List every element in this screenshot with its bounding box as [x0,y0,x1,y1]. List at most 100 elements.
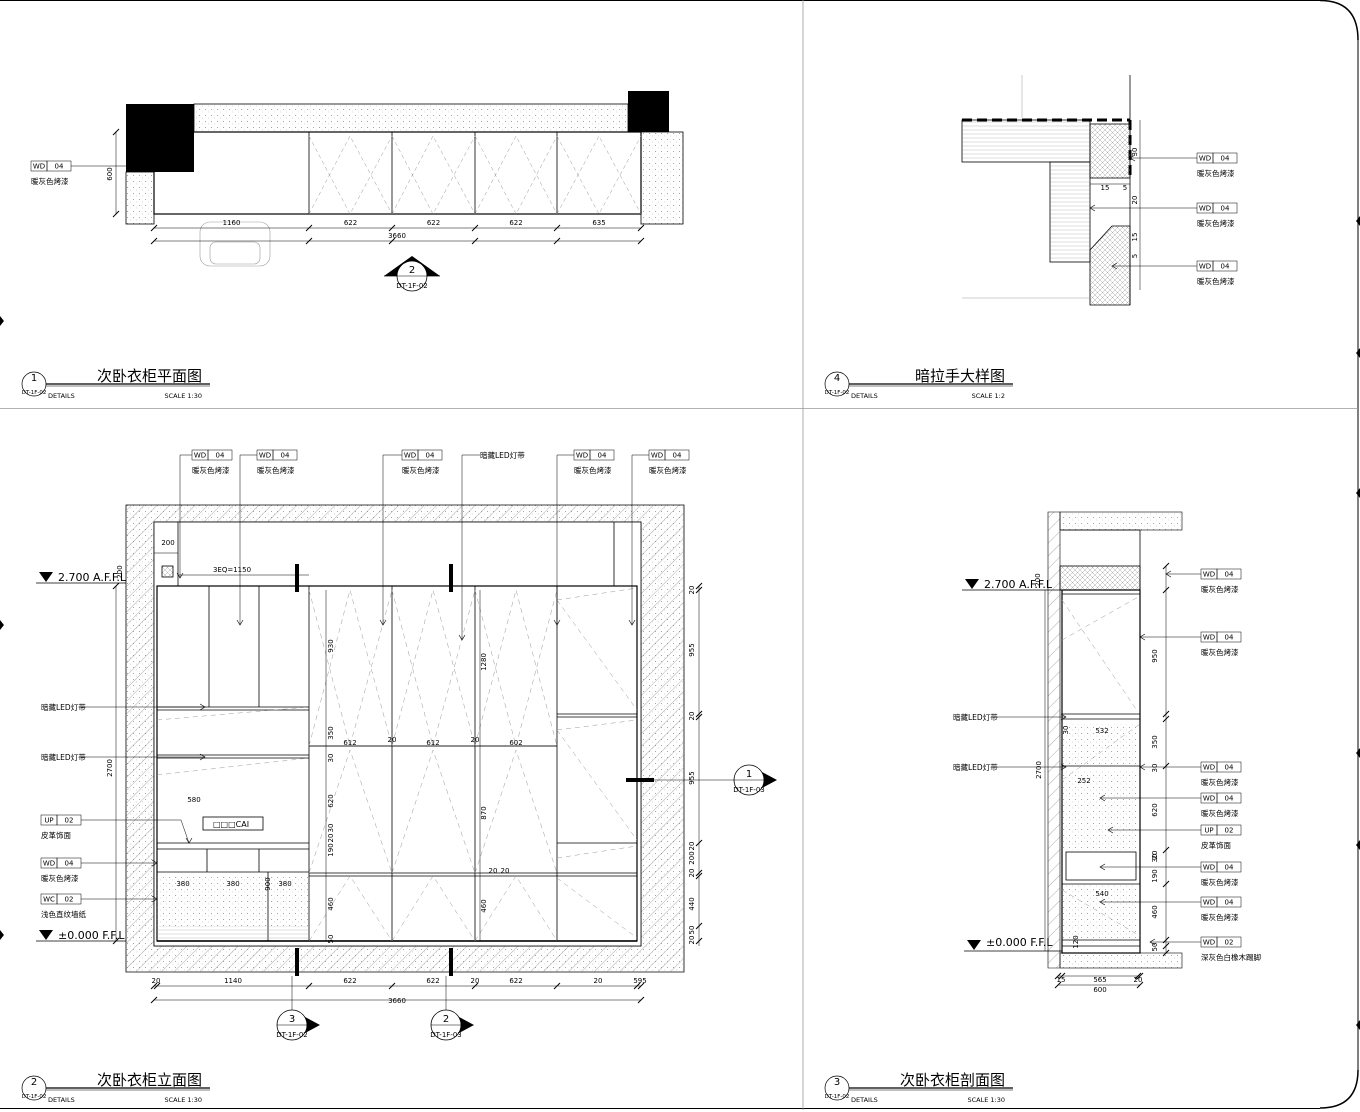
section-dim: 460 [1151,905,1159,918]
title-ref: DT-1F-02 [22,1094,47,1100]
section-dim: 20 [1151,851,1159,860]
section-callout-8-label: 深灰色白橡木踢脚 [1201,952,1261,962]
section-callout-1-num: 04 [1225,571,1234,579]
elevation-bottom-dim: 20 [594,977,603,985]
section-callout-5-num: 02 [1225,827,1234,835]
plan-callout-num: 04 [55,163,64,171]
elevation-top-callout-1-num: 04 [216,452,225,460]
title-scale: SCALE 1:30 [967,1096,1005,1104]
upper-panel-section [961,119,1091,163]
handle-callout-2-num: 04 [1221,205,1230,213]
plan-marker-num: 2 [409,265,415,276]
elevation-marker-3-num: 3 [289,1014,295,1025]
handle-dim: 15 [1131,233,1139,242]
section-callout-2-label: 暖灰色烤漆 [1201,647,1239,657]
section-callout-6-num: 04 [1225,864,1234,872]
drawer-panel [202,816,264,831]
elevation-marker-3: 3DT-1F-02 [276,1009,320,1041]
elevation-right-dim: 955 [688,771,696,784]
handle-dim: 20 [1131,196,1139,205]
handle-callout-1-label: 暖灰色烤漆 [1197,168,1235,178]
elevation-inner-dim: 380 [176,880,189,888]
section-callout-3-label: 暖灰色烤漆 [1201,777,1239,787]
title-text: 次卧衣柜剖面图 [900,1071,1005,1089]
elevation-right-dim: 20 [688,842,696,851]
title-details: DETAILS [851,1096,878,1104]
title-text: 次卧衣柜平面图 [97,367,202,385]
elevation-top-callout-2-code: WD [259,452,271,460]
title-ref: DT-1F-02 [825,1094,850,1100]
elevation-top-callout-1-label: 暖灰色烤漆 [192,465,230,475]
title-scale: SCALE 1:30 [164,392,202,400]
elevation-top-callout-3-code: WD [404,452,416,460]
elevation-top-callout-5-code: WD [576,452,588,460]
elevation-inner-dim: 612 [343,739,356,747]
plan-callout-label: 暖灰色烤漆 [31,176,69,186]
elevation-inner-dim: 930 [327,639,335,652]
elevation-marker-1-ref: DT-1F-03 [733,786,764,794]
elevation-door-diagonals [156,587,638,942]
elevation-right-dim: 20 [688,586,696,595]
elevation-inner-dim: 460 [327,897,335,910]
section-callout-1-code: WD [1203,571,1215,579]
section-left-label: 暗藏LED灯带 [953,762,998,772]
section-dim: 950 [1151,649,1159,662]
wall-left [125,171,155,225]
section-dim: 30 [1151,854,1159,863]
elevation-marker-2: 2DT-1F-03 [430,1009,474,1041]
elevation-left-label-3-label: 皮革饰面 [41,830,71,840]
elevation-inner-dim: 50 [327,935,335,944]
drawer-text: □□□CAI [213,820,249,829]
title-text: 暗拉手大样图 [915,367,1005,385]
elevation-right-dim: 200 [688,851,696,864]
elevation-inner-dim: 20 [489,867,498,875]
plan-marker-ref: DT-1F-02 [396,282,427,290]
elevation-top-callout-4: 暗藏LED灯带 [480,450,525,460]
chair-icon [199,221,271,267]
section-dim: 620 [1151,803,1159,816]
wardrobe-plan-outline [153,131,642,215]
elevation-marker-2-num: 2 [443,1014,449,1025]
elevation-inner-dim: 1280 [480,653,488,671]
lower-panel-section [1089,225,1131,306]
elevation-right-dim: 440 [688,897,696,910]
elevation-bottom-dim: 622 [426,977,439,985]
handle-callout-2-code: WD [1199,205,1211,213]
title-details: DETAILS [851,392,878,400]
plan-callout-code: WD [33,163,45,171]
elevation-top-callout-3-label: 暖灰色烤漆 [402,465,440,475]
elevation-top-callout-4-label: 暗藏LED灯带 [480,450,525,460]
section-callout-2-code: WD [1203,634,1215,642]
handle-dim: 15 [1101,184,1110,192]
section-callout-2-num: 04 [1225,634,1234,642]
section-level-top: 2.700 A.F.F.L [962,578,1062,591]
elevation-top-callout-6-label: 暖灰色烤漆 [649,465,687,475]
wall-right [640,131,684,225]
section-dim: 15 [1057,976,1066,984]
elevation-bottom-dim: 622 [509,977,522,985]
section-callout-4-code: WD [1203,795,1215,803]
elevation-left-label-5-code: WC [43,896,55,904]
handle-dim: 5 [1123,184,1127,192]
wall-top [193,103,629,133]
elevation-top-dim: 200 [161,539,174,547]
section-callout-7-code: WD [1203,899,1215,907]
plan-material-callout: WD 04 暖灰色烤漆 [30,160,154,186]
handle-callout-3-code: WD [1199,263,1211,271]
section-callout-5-code: UP [1204,827,1213,835]
section-left-label: 暗藏LED灯带 [953,712,998,722]
section-dim: 532 [1095,727,1108,735]
section-dim: 200 [1034,573,1042,586]
title-number: 3 [834,1077,840,1088]
